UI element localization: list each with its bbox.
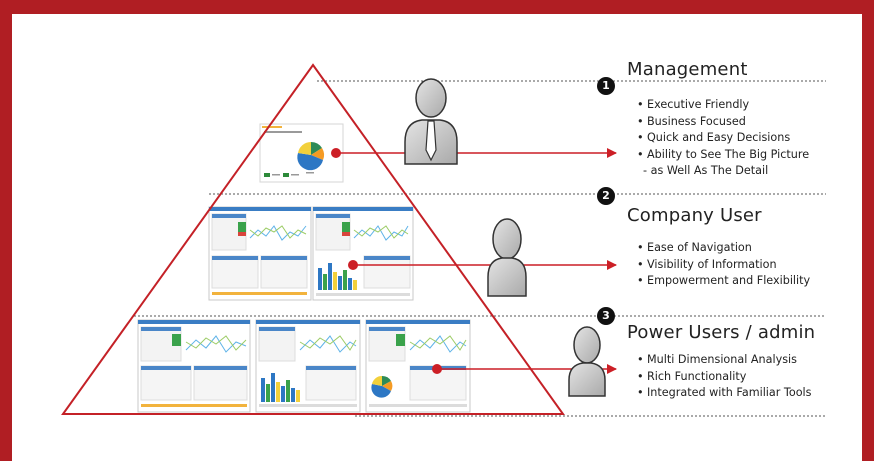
management-dashboard-thumbnail (259, 123, 344, 183)
person-icon (568, 326, 606, 397)
list-item: •Ease of Navigation (637, 241, 752, 254)
level-number-badge: 1 (597, 77, 615, 95)
bar-chart-thumbnail (318, 263, 357, 290)
list-item-continuation: - as Well As The Detail (643, 164, 769, 177)
list-item: •Ability to See The Big Picture (637, 147, 810, 161)
list-item: •Multi Dimensional Analysis (637, 353, 797, 366)
level-title-management: Management (627, 59, 748, 80)
left-red-border (0, 0, 12, 461)
level-number-badge: 2 (597, 187, 615, 205)
pie-chart-thumbnail (371, 375, 393, 398)
list-item: •Empowerment and Flexibility (637, 274, 811, 287)
level-separators (134, 80, 826, 417)
arrow-dot (331, 148, 341, 158)
person-with-tie-icon (404, 78, 458, 165)
dashboard-thumbnail (365, 319, 471, 413)
bar-chart-thumbnail (261, 373, 300, 402)
list-item: •Rich Functionality (637, 369, 747, 383)
level-title-company-user: Company User (627, 205, 762, 226)
management-bullet-list: •Executive Friendly •Business Focused •Q… (637, 97, 809, 180)
dashboard-thumbnail (208, 206, 312, 301)
company-user-bullet-list: •Ease of Navigation •Visibility of Infor… (637, 240, 810, 290)
list-item: •Business Focused (637, 114, 746, 128)
pie-chart-thumbnail (297, 141, 325, 171)
list-item: •Executive Friendly (637, 98, 750, 111)
level-number-badge: 3 (597, 307, 615, 325)
list-item: •Visibility of Information (637, 257, 777, 271)
person-icon (487, 218, 527, 297)
dashboard-thumbnail (137, 319, 251, 413)
pyramid-outline (61, 63, 565, 415)
dashboard-thumbnail (255, 319, 361, 413)
power-user-dashboards (137, 319, 471, 413)
level-title-power-users: Power Users / admin (627, 322, 816, 343)
power-users-bullet-list: •Multi Dimensional Analysis •Rich Functi… (637, 352, 812, 402)
arrow-dot (348, 260, 358, 270)
list-item: •Quick and Easy Decisions (637, 131, 791, 144)
dashboard-thumbnail (312, 206, 414, 301)
top-red-border (0, 0, 874, 14)
right-red-border (862, 0, 874, 461)
list-item: •Integrated with Familiar Tools (637, 386, 812, 399)
company-user-dashboards (208, 206, 414, 301)
arrow-dot (432, 364, 442, 374)
